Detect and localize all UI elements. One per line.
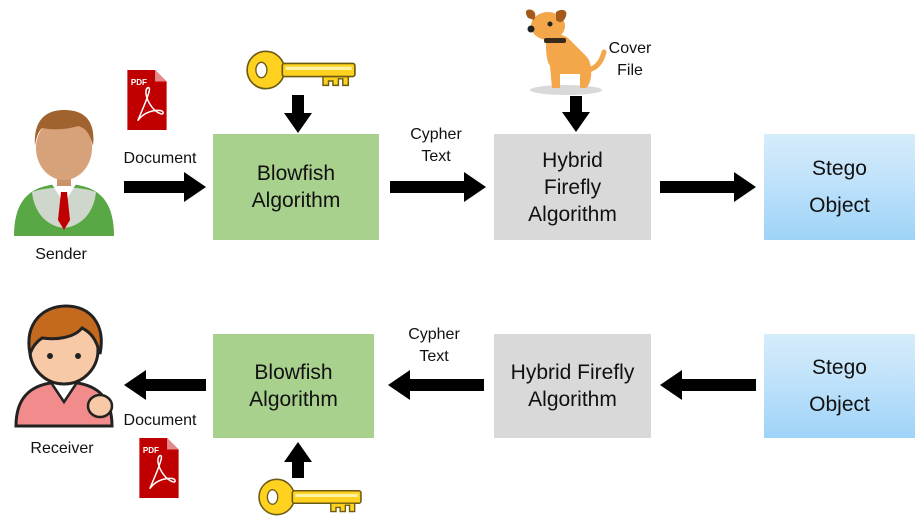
arrow-right-icon: [660, 172, 756, 202]
cover-line1: Cover: [608, 40, 652, 57]
sender-person-icon: [14, 110, 114, 236]
blowfish-line2: Algorithm: [249, 388, 338, 411]
arrow-up-icon: [284, 442, 312, 478]
key-icon: [258, 478, 362, 516]
stego-line1: Stego: [812, 356, 867, 379]
arrow-left-icon: [388, 370, 484, 400]
arrow-left-icon: [124, 370, 206, 400]
firefly-line1: Hybrid Firefly: [510, 361, 635, 384]
blowfish-decrypt-box: Blowfish Algorithm: [213, 334, 374, 438]
cover-line2: File: [617, 62, 643, 79]
stego-line2: Object: [809, 393, 870, 416]
pdf-file-icon: [126, 69, 168, 131]
stego-object-box-top: Stego Object: [764, 134, 915, 240]
arrow-down-icon: [562, 96, 590, 132]
firefly-line3: Algorithm: [528, 202, 617, 226]
stego-object-box-bottom: Stego Object: [764, 334, 915, 438]
receiver-label: Receiver: [30, 440, 94, 457]
cypher-line2: Text: [419, 348, 449, 365]
hybrid-firefly-embed-box: Hybrid Firefly Algorithm: [494, 134, 651, 240]
stego-line2: Object: [809, 194, 870, 217]
blowfish-line1: Blowfish: [254, 361, 333, 384]
blowfish-line2: Algorithm: [251, 189, 341, 212]
cypher-text-label-top: Cypher Text: [396, 124, 476, 168]
firefly-line2: Algorithm: [528, 388, 617, 411]
cypher-line2: Text: [421, 148, 451, 165]
arrow-right-icon: [390, 172, 486, 202]
pdf-file-icon: [138, 437, 180, 499]
sender-label: Sender: [35, 246, 87, 263]
firefly-line2: Firefly: [543, 175, 602, 199]
cypher-line1: Cypher: [410, 126, 462, 143]
blowfish-line1: Blowfish: [256, 162, 336, 185]
stego-line1: Stego: [812, 157, 867, 180]
arrow-down-icon: [284, 95, 312, 133]
hybrid-firefly-extract-box: Hybrid Firefly Algorithm: [494, 334, 651, 438]
document-label-bottom: Document: [123, 412, 197, 429]
document-label-top: Document: [123, 150, 197, 167]
cypher-text-label-bottom: Cypher Text: [394, 324, 474, 368]
receiver-person-icon: [14, 304, 114, 428]
cover-file-label: Cover File: [598, 38, 662, 82]
dog-icon: [525, 9, 607, 95]
blowfish-encrypt-box: Blowfish Algorithm: [213, 134, 379, 240]
cypher-line1: Cypher: [408, 326, 460, 343]
key-icon: [246, 50, 356, 90]
arrow-left-icon: [660, 370, 756, 400]
arrow-right-icon: [124, 172, 206, 202]
firefly-line1: Hybrid: [542, 148, 603, 172]
